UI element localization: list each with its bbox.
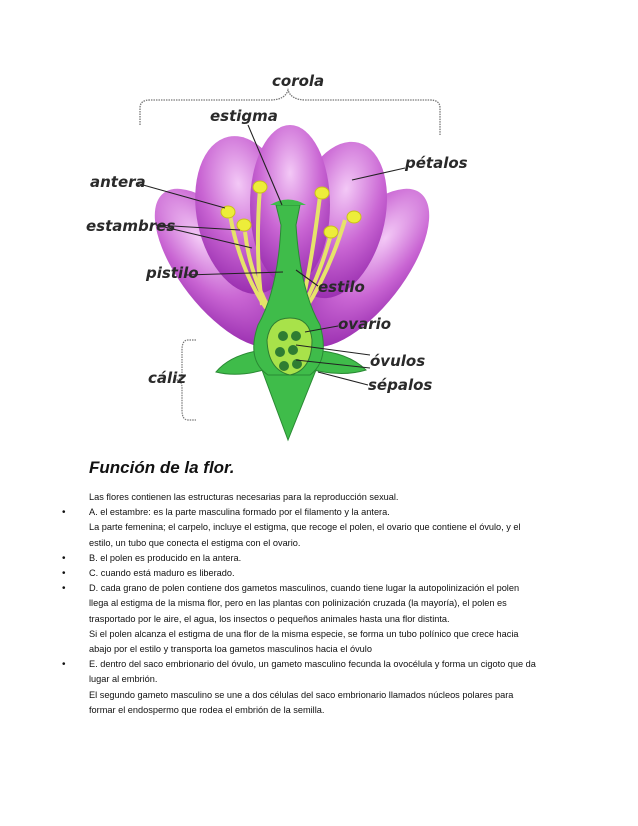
line: La parte femenina; el carpelo, incluye e…: [89, 522, 521, 533]
label-sepalos: sépalos: [368, 376, 432, 394]
list-item-c: C. cuando está maduro es liberado.: [62, 566, 559, 581]
label-ovario: ovario: [338, 315, 391, 333]
label-pistilo: pistilo: [145, 264, 199, 282]
label-estambres: estambres: [86, 217, 175, 235]
section-title: Función de la flor.: [89, 458, 235, 477]
line: B. el polen es producido en la antera.: [89, 552, 242, 563]
label-antera: antera: [90, 173, 146, 191]
line: lugar al embrión.: [89, 674, 158, 685]
corola-brace: [139, 87, 441, 135]
line: llega al estigma de la misma flor, pero …: [89, 598, 507, 609]
line: estilo, un tubo que conecta el estigma c…: [89, 537, 301, 548]
ovules: [275, 331, 302, 371]
list-item-b: B. el polen es producido en la antera.: [62, 551, 559, 566]
line: trasportado por le aire, el agua, los in…: [89, 613, 450, 624]
line: formar el endospermo que rodea el embrió…: [89, 704, 325, 715]
list-item-d: D. cada grano de polen contiene dos game…: [62, 581, 559, 657]
line: A. el estambre: es la parte masculina fo…: [89, 507, 390, 518]
intro-text: Las flores contienen las estructuras nec…: [89, 492, 399, 502]
caliz-brace: [175, 339, 196, 421]
line: D. cada grano de polen contiene dos game…: [89, 583, 520, 594]
pointer-lines: [135, 124, 406, 386]
line: E. dentro del saco embrionario del óvulo…: [89, 659, 536, 670]
label-caliz: cáliz: [148, 369, 186, 387]
label-estilo: estilo: [318, 278, 365, 296]
label-corola: corola: [272, 72, 324, 90]
line: C. cuando está maduro es liberado.: [89, 568, 235, 579]
label-petalos: pétalos: [404, 154, 468, 172]
label-estigma: estigma: [210, 107, 278, 125]
list-item-a: A. el estambre: es la parte masculina fo…: [62, 505, 559, 551]
function-list: A. el estambre: es la parte masculina fo…: [62, 505, 559, 718]
list-item-e: E. dentro del saco embrionario del óvulo…: [62, 657, 559, 718]
line: abajo por el estilo y transporta loa gam…: [89, 644, 372, 655]
flower-diagram: corola estigma pétalos antera estambres …: [86, 72, 468, 442]
line: El segundo gameto masculino se une a dos…: [89, 689, 514, 700]
line: Si el polen alcanza el estigma de una fl…: [89, 628, 519, 639]
content-body: Las flores contienen las estructuras nec…: [62, 490, 559, 718]
label-ovulos: óvulos: [370, 352, 425, 370]
